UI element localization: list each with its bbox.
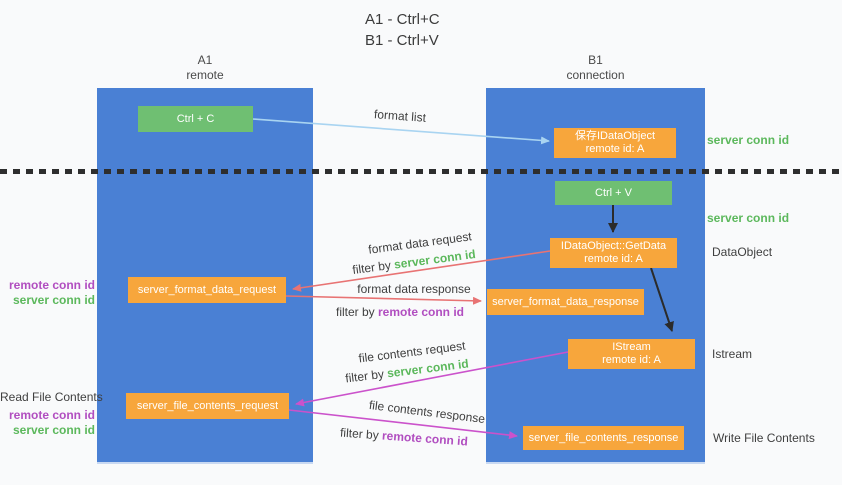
lane-a1-name: A1 <box>197 53 213 67</box>
title-line-1: A1 - Ctrl+C <box>365 11 440 28</box>
node-file-response-label: server_file_contents_response <box>528 431 679 444</box>
node-server-format-data-request: server_format_data_request <box>128 277 286 303</box>
label-format-list: format list <box>373 107 427 125</box>
lane-b1-name: B1 <box>588 53 603 67</box>
node-save-idataobject-line2: remote id: A <box>585 143 645 155</box>
node-format-response-label: server_format_data_response <box>492 295 639 308</box>
left-label-server-conn-id-1: server conn id <box>12 293 95 307</box>
left-label-remote-conn-id-1: remote conn id <box>8 278 95 292</box>
node-ctrl-c-label: Ctrl + C <box>176 112 215 125</box>
node-idataobject-getdata: IDataObject::GetData remote id: A <box>550 238 677 268</box>
node-getdata-line1: IDataObject::GetData <box>560 240 667 252</box>
lane-header-a1: A1 remote <box>97 53 313 83</box>
right-label-istream: Istream <box>712 347 753 361</box>
label-filter-remote-conn-1: filter by remote conn id <box>336 305 464 319</box>
right-label-server-conn-id-1: server conn id <box>707 133 790 147</box>
arrow-format-data-response <box>285 295 482 305</box>
lane-a1-role: remote <box>186 68 224 82</box>
node-save-idataobject: 保存IDataObject remote id: A <box>554 128 676 158</box>
node-format-request-label: server_format_data_request <box>137 283 277 296</box>
filter-prefix-2: filter by <box>335 305 378 319</box>
label-filter-remote-conn-2: filter by remote conn id <box>340 426 469 449</box>
right-label-server-conn-id-2: server conn id <box>707 211 790 225</box>
filter-prefix-1: filter by <box>351 257 396 278</box>
filter-prefix-3: filter by <box>344 366 388 386</box>
title-line-2: B1 - Ctrl+V <box>365 32 439 49</box>
label-file-contents-response: file contents response <box>368 397 486 427</box>
node-file-request-label: server_file_contents_request <box>136 399 279 412</box>
filter-key-remote-conn-1: remote conn id <box>378 305 465 319</box>
lane-header-b1: B1 connection <box>486 53 705 83</box>
left-label-read-file-contents: Read File Contents <box>0 390 103 404</box>
left-label-remote-conn-id-2: remote conn id <box>8 408 95 422</box>
dotted-separator <box>0 169 842 174</box>
node-server-format-data-response: server_format_data_response <box>487 289 644 315</box>
node-getdata-line2: remote id: A <box>584 253 643 265</box>
filter-key-remote-conn-2: remote conn id <box>381 428 469 449</box>
node-save-idataobject-line1: 保存IDataObject <box>574 130 656 142</box>
node-istream: IStream remote id: A <box>568 339 695 369</box>
diagram-title: A1 - Ctrl+C B1 - Ctrl+V <box>365 9 440 51</box>
node-server-file-contents-response: server_file_contents_response <box>523 426 684 450</box>
lane-b1-role: connection <box>566 68 625 82</box>
node-ctrl-c: Ctrl + C <box>138 106 253 132</box>
node-server-file-contents-request: server_file_contents_request <box>126 393 289 419</box>
node-istream-line1: IStream <box>612 341 651 353</box>
left-label-server-conn-id-2: server conn id <box>12 423 95 437</box>
node-ctrl-v: Ctrl + V <box>555 181 672 205</box>
node-ctrl-v-label: Ctrl + V <box>595 186 632 199</box>
filter-prefix-4: filter by <box>339 425 383 443</box>
right-label-write-file-contents: Write File Contents <box>713 431 815 445</box>
label-format-data-response: format data response <box>357 282 471 296</box>
right-label-dataobject: DataObject <box>712 245 773 259</box>
node-istream-line2: remote id: A <box>602 354 661 366</box>
